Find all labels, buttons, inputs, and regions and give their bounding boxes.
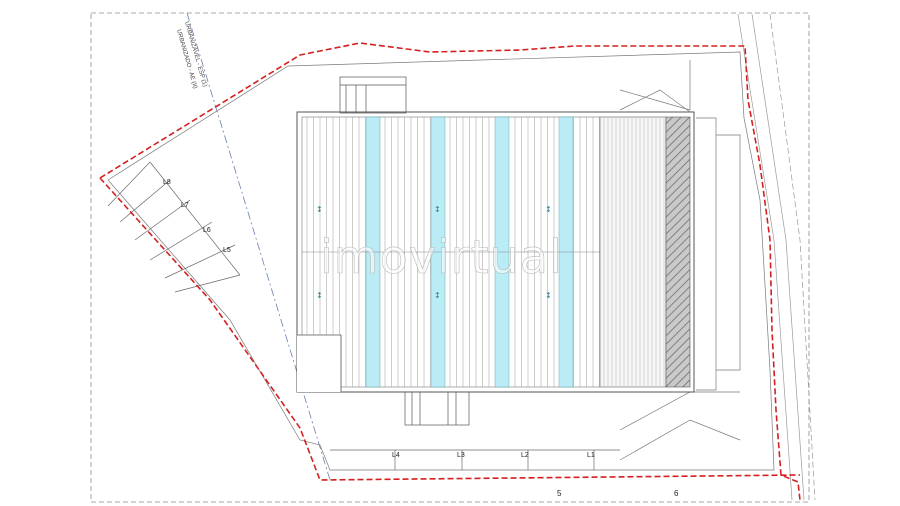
site-road-outline (107, 51, 775, 471)
bottom-parking (330, 449, 620, 470)
parking-label: L8 (163, 179, 171, 186)
warehouse-building (296, 111, 695, 393)
sheet-frame (90, 12, 810, 503)
svg-text:↕: ↕ (545, 291, 552, 300)
svg-text:↕: ↕ (316, 291, 323, 300)
hatched-wall (665, 116, 691, 388)
parking-label: L3 (457, 452, 465, 459)
parking-label: L1 (587, 452, 595, 459)
svg-text:↕: ↕ (316, 205, 323, 214)
svg-text:↕: ↕ (545, 205, 552, 214)
watermark: imovirtual (320, 230, 563, 284)
parking-label: L4 (392, 452, 400, 459)
slope-arrows: ↕ ↕ ↕ ↕ ↕ ↕ (316, 205, 552, 300)
lot-mark: 5 (557, 489, 562, 498)
svg-text:↕: ↕ (434, 291, 441, 300)
parking-label: L6 (203, 227, 211, 234)
annex-roof (599, 116, 667, 388)
zone-boundary-line (186, 12, 331, 481)
lot-mark: 6 (674, 489, 679, 498)
property-boundary (99, 42, 801, 501)
parking-label: L7 (181, 202, 189, 209)
stair-block-top (339, 76, 407, 114)
side-parking (107, 161, 241, 293)
svg-text:↕: ↕ (434, 205, 441, 214)
road (737, 13, 816, 501)
parking-label: L5 (223, 247, 231, 254)
stair-block-bottom (404, 391, 470, 426)
parking-label: L2 (521, 452, 529, 459)
